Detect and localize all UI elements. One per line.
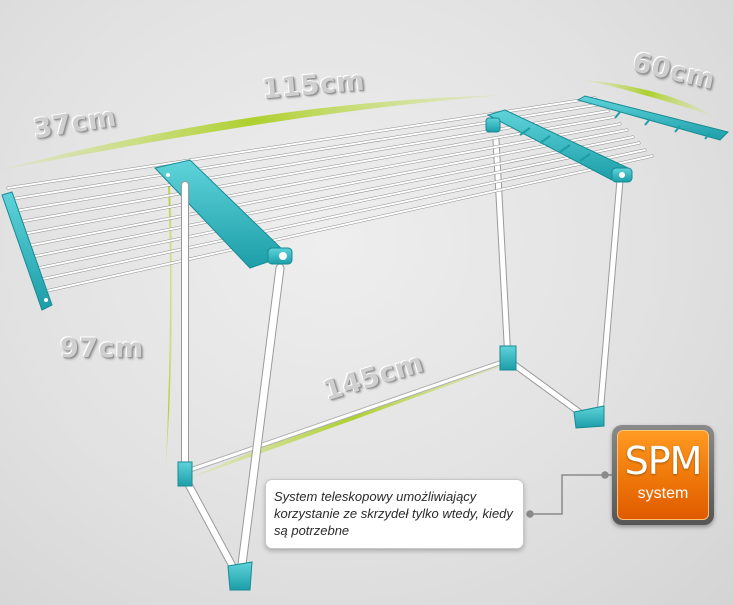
right-wing-bar	[576, 95, 729, 141]
spm-badge-subtitle: system	[637, 485, 689, 502]
foot-back-left	[499, 345, 517, 371]
front-legs	[181, 181, 285, 585]
foot-front-left	[177, 461, 193, 487]
swoosh-145	[185, 360, 520, 480]
swoosh-97	[165, 185, 173, 480]
joint-caps	[44, 172, 625, 302]
spm-system-badge: SPM system	[612, 425, 714, 525]
foot-back-right	[573, 405, 605, 429]
callout-text: System teleskopowy umożliwiający korzyst…	[274, 489, 513, 538]
spm-badge-title: SPM	[624, 439, 703, 483]
callout-connector	[526, 471, 612, 518]
dimension-height: 97cm	[60, 333, 144, 364]
joints	[177, 117, 633, 591]
back-legs	[187, 136, 624, 473]
spm-badge-face: SPM system	[617, 430, 709, 520]
bar-tick-marks	[519, 111, 711, 162]
drying-lines-highlight	[7, 97, 653, 293]
feature-callout: System teleskopowy umożliwiający korzyst…	[265, 479, 524, 549]
left-wing-bar	[1, 191, 53, 311]
foot-front-right	[227, 561, 253, 591]
